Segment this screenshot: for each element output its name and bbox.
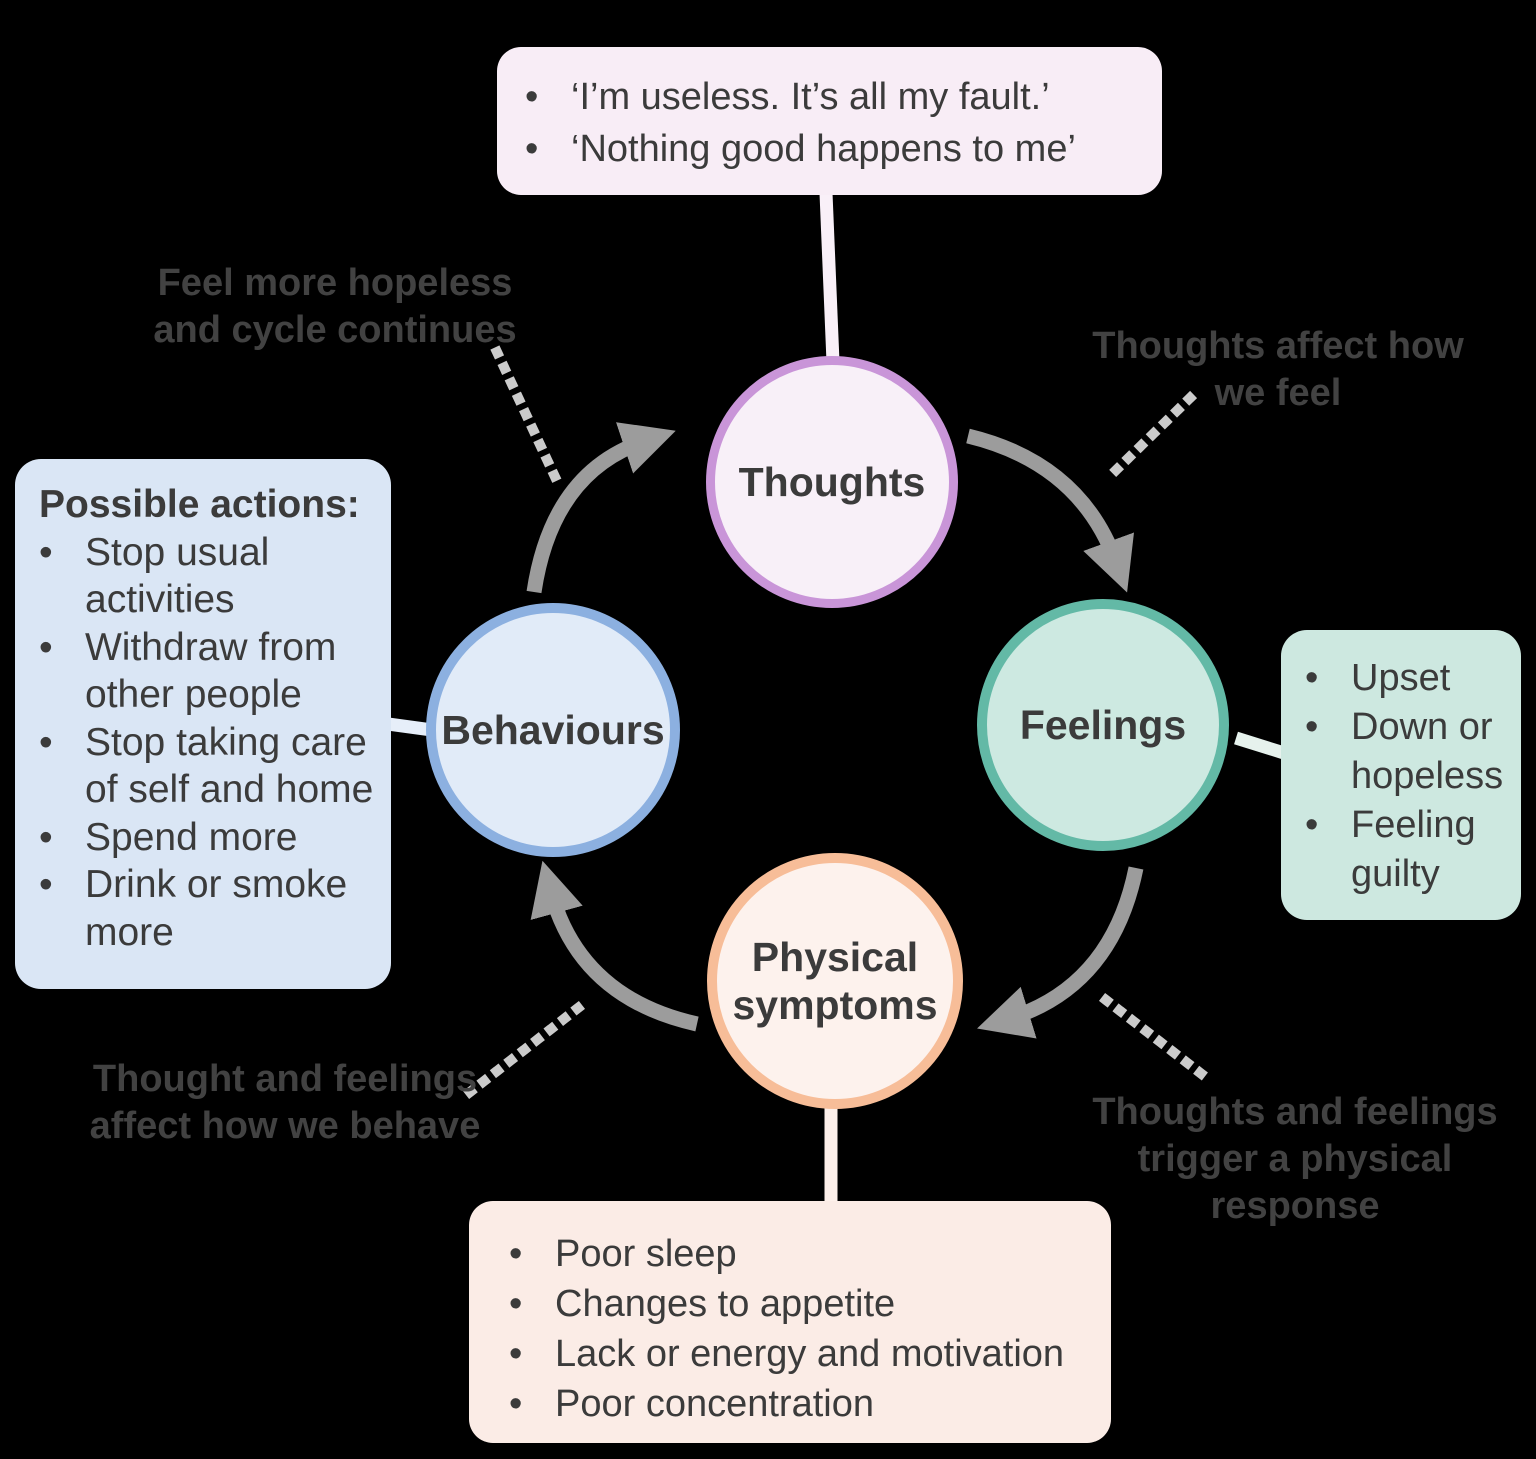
bullet-dot-icon: • [39, 815, 53, 859]
node-physical-symptoms: Physical symptoms [707, 853, 963, 1109]
bullet-dot-icon: • [1305, 657, 1319, 699]
node-feelings-label: Feelings [1019, 702, 1187, 748]
bullet-dot-icon: • [39, 625, 53, 669]
bullet-item: • ‘Nothing good happens to me’ [525, 123, 1138, 175]
bullet-text: Poor sleep [555, 1233, 737, 1275]
bullet-dot-icon: • [509, 1233, 523, 1275]
stem-thoughts-box [819, 192, 840, 363]
annotation-thoughts-affect-feel: Thoughts affect how we feel [1092, 325, 1464, 414]
dotted-line-trigger-annotation [1098, 992, 1220, 1090]
bullet-text: Upset [1351, 657, 1451, 699]
physical-detail-list: • Poor sleep • Changes to appetite • Lack or … [509, 1229, 1099, 1429]
bullet-dot-icon: • [525, 128, 539, 170]
bullet-text: Stop taking care of self and home [85, 720, 374, 812]
bullet-text: Spend more [85, 815, 298, 859]
feelings-detail-list: • Upset • Down or hopeless • Feeling guilty [1305, 654, 1509, 899]
physical-detail-box: • Poor sleep • Changes to appetite • Lack or … [469, 1201, 1111, 1443]
node-thoughts: Thoughts [706, 356, 958, 608]
node-thoughts-label: Thoughts [738, 459, 926, 505]
behaviours-detail-title: Possible actions: [39, 483, 360, 526]
bullet-item: • Drink or smoke more [39, 861, 379, 956]
bullet-dot-icon: • [1305, 804, 1319, 846]
arrow-thoughts-to-feelings [966, 428, 1134, 593]
thoughts-detail-box: • ‘I’m useless. It’s all my fault.’ • ‘Noth… [497, 47, 1162, 195]
bullet-item: • Stop usual activities [39, 529, 379, 624]
bullet-dot-icon: • [509, 1283, 523, 1325]
arrow-physical-to-behaviours [530, 860, 699, 1032]
behaviours-detail-box: Possible actions: • Stop usual activities… [15, 459, 391, 989]
bullet-item: • Withdraw from other people [39, 624, 379, 719]
feelings-detail-box: • Upset • Down or hopeless • Feeling guilty [1281, 630, 1521, 920]
dotted-line-cycle-annotation [490, 345, 563, 486]
node-behaviours-label: Behaviours [441, 707, 665, 753]
node-physical-symptoms-label: Physical symptoms [732, 934, 938, 1028]
bullet-text: Lack or energy and motivation [555, 1333, 1065, 1375]
bullet-dot-icon: • [509, 1333, 523, 1375]
bullet-text: Feeling guilty [1351, 804, 1476, 895]
annotation-trigger-physical: Thoughts and feelings trigger a physical… [1092, 1091, 1498, 1227]
annotation-cycle-continues: Feel more hopeless and cycle continues [153, 262, 517, 351]
bullet-dot-icon: • [39, 863, 53, 906]
arrow-behaviours-to-thoughts [526, 422, 676, 594]
bullet-dot-icon: • [39, 720, 53, 764]
bullet-item: • Changes to appetite [509, 1279, 1099, 1329]
bullet-item: • Poor concentration [509, 1379, 1099, 1429]
bullet-text: Down or hopeless [1351, 706, 1504, 797]
behaviours-detail-list: • Stop usual activities • Withdraw from oth… [39, 529, 379, 957]
thoughts-detail-list: • ‘I’m useless. It’s all my fault.’ • ‘Noth… [525, 71, 1138, 175]
bullet-text: Drink or smoke more [85, 863, 348, 954]
bullet-text: Changes to appetite [555, 1283, 896, 1325]
bullet-dot-icon: • [509, 1383, 523, 1425]
bullet-text: ‘Nothing good happens to me’ [571, 128, 1076, 170]
bullet-dot-icon: • [39, 530, 53, 574]
node-feelings: Feelings [977, 599, 1229, 851]
bullet-item: • Spend more [39, 814, 379, 862]
bullet-item: • Upset [1305, 654, 1509, 703]
bullet-dot-icon: • [525, 76, 539, 118]
node-behaviours: Behaviours [426, 603, 680, 857]
bullet-item: • Stop taking care of self and home [39, 719, 379, 814]
annotation-affect-behave: Thought and feelings affect how we behav… [89, 1058, 481, 1147]
arrow-feelings-to-physical [977, 866, 1144, 1039]
dotted-line-feel-annotation [1102, 390, 1198, 484]
bullet-item: • Poor sleep [509, 1229, 1099, 1279]
bullet-text: Withdraw from other people [85, 625, 337, 717]
bullet-text: Stop usual activities [85, 530, 270, 622]
bullet-text: Poor concentration [555, 1383, 874, 1425]
stem-behaviours-box [387, 717, 433, 737]
bullet-item: • Feeling guilty [1305, 801, 1509, 899]
bullet-dot-icon: • [1305, 706, 1319, 748]
dotted-line-behave-annotation [462, 1000, 586, 1100]
bullet-item: • Down or hopeless [1305, 703, 1509, 801]
bullet-text: ‘I’m useless. It’s all my fault.’ [571, 76, 1050, 118]
stem-feelings-box [1234, 731, 1286, 760]
bullet-item: • ‘I’m useless. It’s all my fault.’ [525, 71, 1138, 123]
bullet-item: • Lack or energy and motivation [509, 1329, 1099, 1379]
